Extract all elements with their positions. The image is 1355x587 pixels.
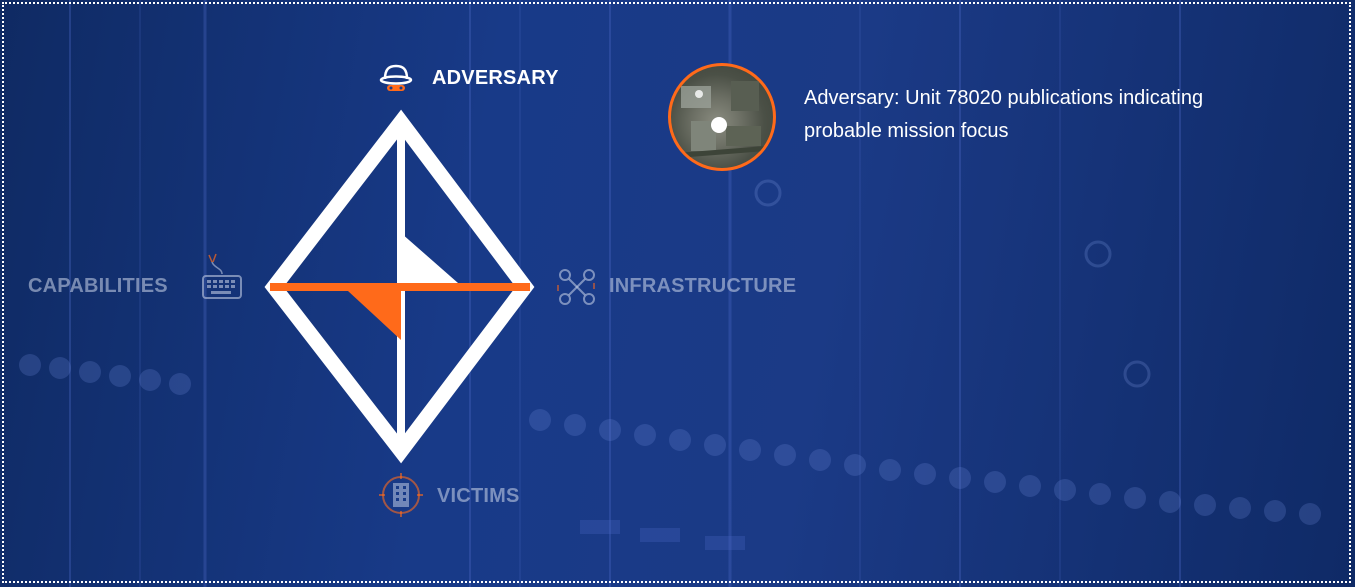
network-nodes-icon (557, 269, 595, 305)
capabilities-victim-flag (348, 291, 401, 340)
satellite-image-thumbnail[interactable] (668, 63, 776, 171)
capabilities-label[interactable]: CAPABILITIES (28, 275, 168, 297)
satellite-image-graphic (671, 81, 773, 159)
infrastructure-label[interactable]: INFRASTRUCTURE (609, 275, 797, 297)
spy-hat-icon (379, 64, 413, 91)
victims-label[interactable]: VICTIMS (437, 485, 520, 507)
building-target-icon (379, 473, 423, 517)
adversary-info-text: Adversary: Unit 78020 publications indic… (804, 87, 1204, 142)
keyboard-icon (202, 253, 242, 299)
adversary-label[interactable]: ADVERSARY (432, 67, 559, 89)
adversary-infrastructure-flag (401, 233, 458, 283)
